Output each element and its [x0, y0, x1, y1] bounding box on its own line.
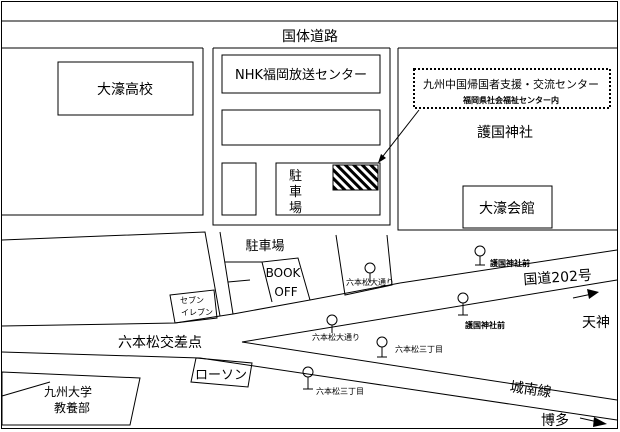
label-intersection: 六本松交差点: [118, 334, 202, 351]
block-edge: [2, 48, 204, 216]
road-label-route202: 国道202号: [523, 268, 593, 289]
building: [221, 109, 381, 146]
label-seven: イレブン: [181, 307, 213, 317]
callout-arrow: [379, 109, 420, 161]
bus-stop-label: 六本松大通り: [346, 277, 394, 287]
bus-stop-label: 護国神社前: [490, 258, 530, 268]
building-nhk: [221, 54, 381, 94]
bus-stop: 六本松三丁目: [302, 366, 364, 396]
label-lawson: ローソン: [195, 368, 247, 383]
block-edge: [212, 48, 391, 226]
bus-stop-label: 護国神社前: [465, 320, 505, 330]
building-seven-eleven: [169, 289, 218, 324]
label-ohori-high: 大濠高校: [97, 81, 153, 98]
label-parking-2: 駐車場: [245, 239, 284, 254]
label-bookoff: BOOK: [266, 266, 302, 280]
building-welfare-center: [275, 162, 381, 216]
building-ohori-kaikan: [462, 185, 553, 229]
label-parking: 駐: [289, 169, 302, 184]
road-edge-jonan: [241, 341, 618, 401]
block-edge: [227, 279, 251, 283]
direction-hakata: 博多: [541, 412, 569, 429]
road-label-jonan: 城南線: [509, 379, 553, 401]
label-parking: 場: [289, 201, 302, 216]
arrow-head-icon: [378, 154, 386, 163]
bus-stop: 護国神社前: [474, 245, 530, 268]
bus-stop: 護国神社前: [457, 292, 505, 330]
arrow-right-icon: [593, 417, 607, 427]
block-edge: [1, 231, 221, 317]
bus-stop: 六本松三丁目: [376, 336, 443, 358]
direction-tenjin: 天神: [582, 315, 610, 331]
bus-stop: 六本松大通り: [346, 262, 394, 287]
label-kyudai: 教養部: [54, 400, 90, 415]
bus-stop: 六本松大通り: [312, 314, 360, 342]
target-building-hatch: [332, 164, 379, 191]
building-kyudai: [1, 371, 141, 426]
building-lawson: [190, 357, 253, 388]
block-edge: [397, 48, 617, 231]
road-edge: [1, 381, 51, 397]
road-edge: [309, 282, 401, 301]
block-edge: [335, 234, 393, 296]
bus-stop-label: 六本松三丁目: [395, 344, 443, 354]
label-gokoku: 護国神社: [477, 125, 533, 141]
label-parking: 車: [289, 185, 302, 200]
target-sub: 福岡県社会福祉センター内: [462, 95, 559, 105]
road-label-kokutai: 国体道路: [282, 29, 338, 45]
bus-stop-label: 六本松大通り: [312, 332, 360, 342]
bus-stop-label: 六本松三丁目: [316, 386, 364, 396]
arrow-right-icon: [587, 289, 599, 299]
road-edge-route202: [241, 279, 618, 343]
label-bookoff: OFF: [274, 285, 297, 299]
target-name: 九州中国帰国者支援・交流センター: [423, 77, 599, 91]
target-callout: [413, 68, 611, 109]
label-seven: セブン: [180, 295, 204, 305]
building: [221, 162, 257, 216]
label-kyudai: 九州大学: [44, 384, 92, 399]
label-nhk: NHK福岡放送センター: [235, 68, 367, 83]
road-edge-route202: [399, 249, 618, 284]
building-ohori-high: [57, 61, 194, 116]
label-ohori-kaikan: 大濠会館: [479, 200, 535, 217]
block-bookoff: [219, 231, 311, 315]
road-edge: [1, 313, 234, 327]
